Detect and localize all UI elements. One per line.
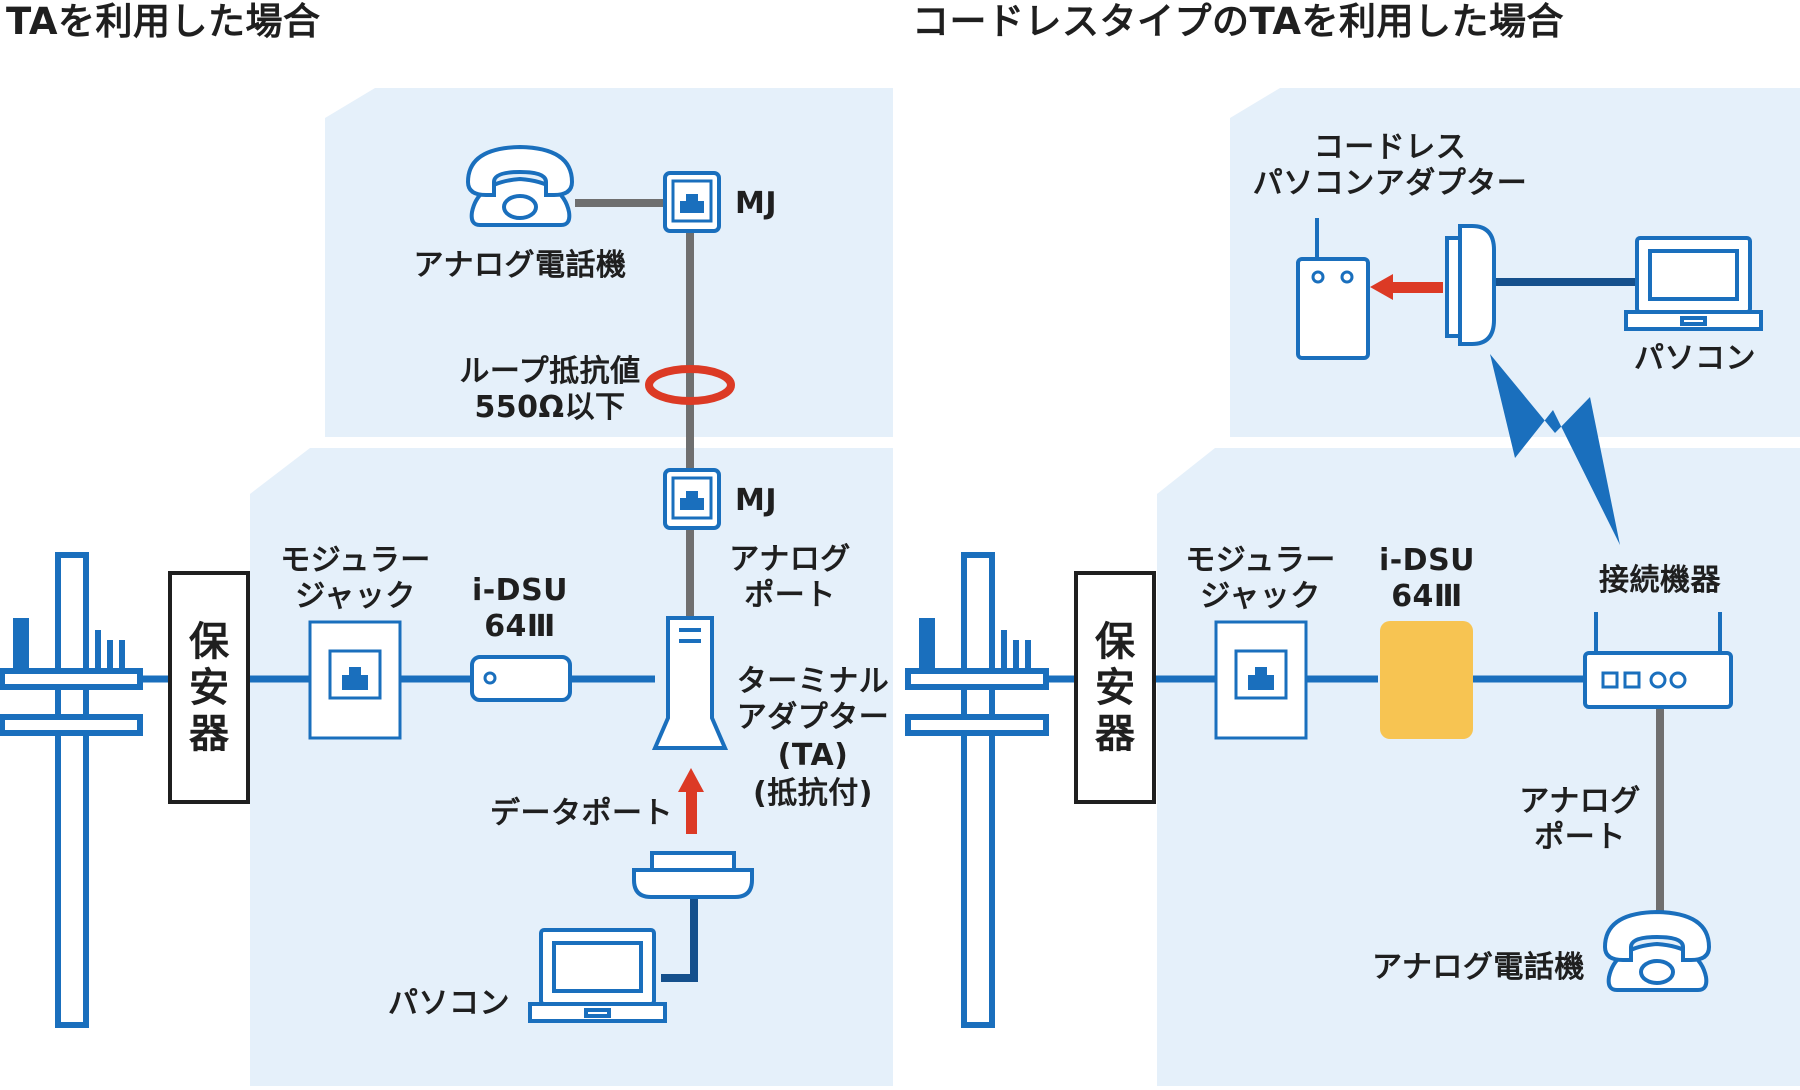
connection-device-label: 接続機器 (1599, 563, 1721, 598)
data-port-device-icon (632, 851, 754, 899)
right-pc-label: パソコン (1634, 341, 1756, 376)
loop-resistance-label-line2: 550Ω以下 (474, 390, 626, 425)
right-analog-phone-label: アナログ電話機 (1372, 950, 1585, 985)
left-pc-label: パソコン (388, 986, 510, 1021)
mj-bottom-icon (663, 468, 721, 530)
terminal-adapter-label-line2: アダプター (736, 700, 890, 735)
cordless-connector-icon (1445, 224, 1496, 346)
left-analog-port-label-line2: ポート (744, 578, 836, 613)
right-modular-jack-label-line1: モジュラー (1185, 543, 1336, 578)
right-protector-label: 保安器 (1095, 619, 1135, 757)
right-utility-pole-icon (905, 552, 1049, 1028)
right-idsu-label-line1: i-DSU (1378, 543, 1476, 578)
right-modular-jack-icon (1214, 620, 1308, 740)
left-laptop-icon (528, 928, 667, 1023)
left-idsu-label-line1: i-DSU (471, 573, 569, 608)
loop-resistance-ring (645, 365, 735, 405)
terminal-adapter-label-line3: (TA) (777, 738, 849, 773)
right-telephone-icon (1602, 909, 1712, 992)
right-analog-port-label-line1: アナログ (1519, 784, 1641, 819)
mj-bottom-label: MJ (735, 483, 778, 518)
right-modular-jack-label-line2: ジャック (1200, 579, 1321, 614)
cordless-adapter-label-line2: パソコンアダプター (1252, 166, 1528, 201)
data-port-label: データポート (490, 796, 673, 831)
left-analog-port-label-line1: アナログ (729, 542, 851, 577)
right-title: コードレスタイプのTAを利用した場合 (912, 0, 1565, 43)
terminal-adapter-icon (651, 616, 729, 750)
right-laptop-icon (1624, 236, 1763, 331)
right-upper-room-panel (1230, 88, 1800, 437)
left-pc-cable (661, 897, 698, 982)
cordless-adapter-label-line1: コードレス (1313, 130, 1467, 165)
loop-resistance-label-line1: ループ抵抗値 (459, 354, 641, 389)
left-gray-lines (575, 199, 694, 620)
right-protector-box (1074, 571, 1156, 804)
left-protector-label: 保安器 (189, 619, 229, 757)
cordless-adapter-icon (1296, 218, 1370, 360)
left-idsu-icon (470, 655, 572, 702)
right-idsu-label-line2: 64Ⅲ (1391, 579, 1463, 614)
left-modular-jack-label-line2: ジャック (295, 579, 416, 614)
router-icon (1583, 612, 1733, 709)
lightning-icon (1490, 354, 1620, 545)
left-analog-phone-label: アナログ電話機 (413, 248, 627, 283)
left-protector-box (168, 571, 250, 804)
cordless-arrow-icon (1370, 274, 1443, 300)
mj-top-icon (663, 171, 721, 233)
right-idsu-icon (1380, 621, 1473, 739)
right-analog-port-label-line2: ポート (1534, 820, 1626, 855)
left-idsu-label-line2: 64Ⅲ (484, 609, 556, 644)
terminal-adapter-label-line1: ターミナル (736, 664, 890, 699)
left-telephone-icon (465, 144, 575, 227)
terminal-adapter-label-line4: (抵抗付) (753, 776, 873, 811)
left-utility-pole-icon (0, 552, 143, 1028)
mj-top-label: MJ (735, 186, 778, 221)
data-port-arrow-icon (678, 768, 704, 834)
left-title: TAを利用した場合 (6, 0, 321, 43)
left-lower-room-panel (250, 448, 893, 1086)
left-modular-jack-icon (308, 620, 402, 740)
left-modular-jack-label-line1: モジュラー (280, 543, 431, 578)
